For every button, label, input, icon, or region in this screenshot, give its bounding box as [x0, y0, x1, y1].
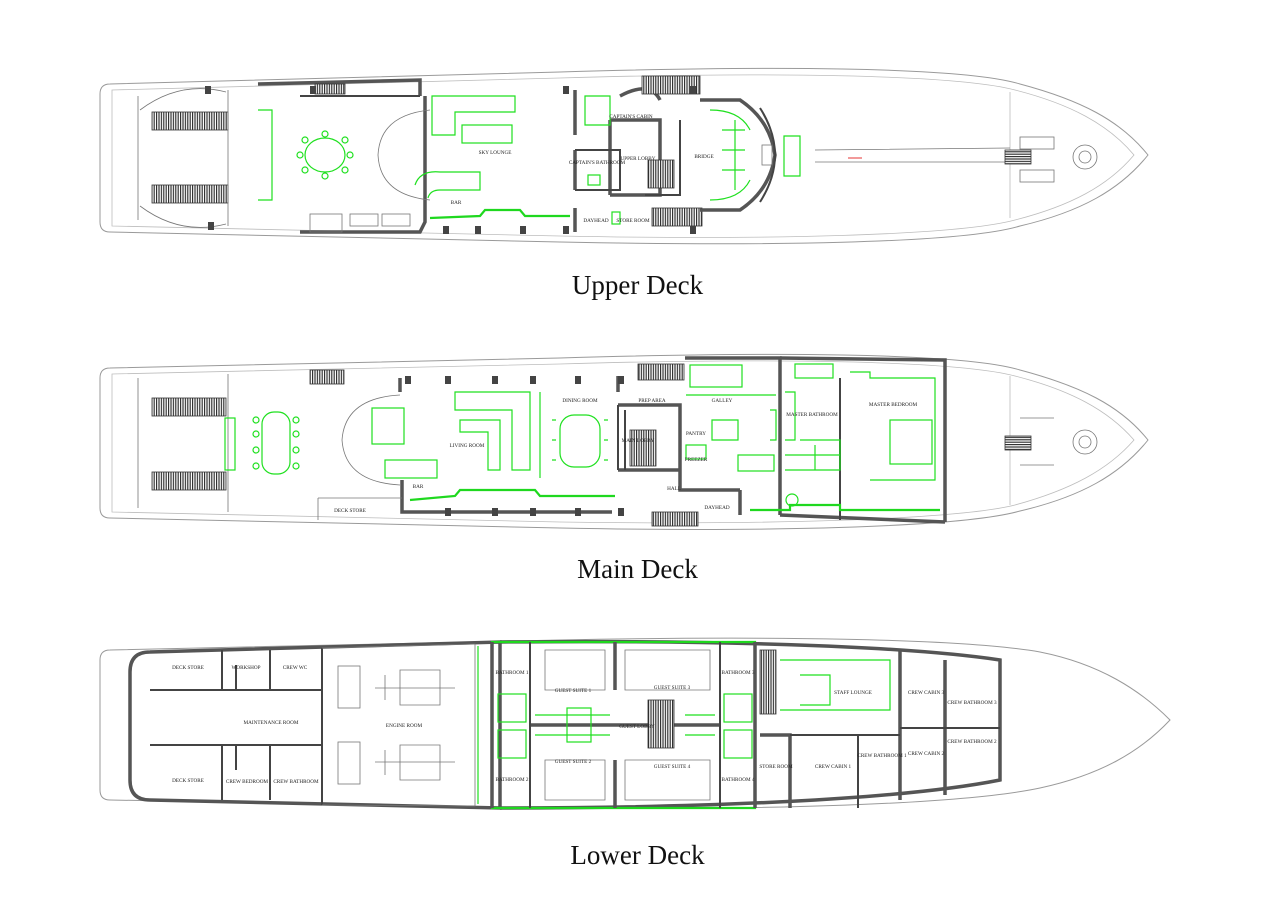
- room-label: DECK STORE: [334, 508, 366, 514]
- room-label: GALLEY: [712, 398, 733, 404]
- room-label: ENGINE ROOM: [386, 723, 423, 729]
- room-label: CAPTAIN'S BATHROOM: [569, 160, 626, 166]
- room-label: CREW BEDROOM: [226, 779, 269, 785]
- lower-deck-title: Lower Deck: [570, 840, 705, 870]
- room-label: BATHROOM 3: [721, 670, 754, 676]
- upper-deck-plan: SKY LOUNGE CAPTAIN'S CABIN CAPTAIN'S BAT…: [99, 67, 1149, 245]
- lower-deck-plan: DECK STORE WORKSHOP CREW WC MAINTENANCE …: [99, 637, 1171, 810]
- room-label: GUEST SUITE 4: [654, 764, 691, 770]
- room-label: BATHROOM 1: [495, 670, 528, 676]
- room-label: CREW CABIN 3: [908, 690, 945, 696]
- room-label: CREW WC: [283, 665, 308, 671]
- room-label: UPPER LOBBY: [620, 156, 655, 162]
- room-label: BRIDGE: [694, 154, 713, 160]
- main-deck-plan: DINING ROOM PREP AREA GALLEY MASTER BATH…: [99, 353, 1149, 530]
- room-label: MASTER BEDROOM: [869, 402, 918, 408]
- room-label: DECK STORE: [172, 665, 204, 671]
- room-label: PREP AREA: [638, 398, 666, 404]
- room-label: BAR: [413, 484, 424, 490]
- room-label: SKY LOUNGE: [479, 150, 512, 156]
- room-label: CREW CABIN 2: [908, 751, 945, 757]
- room-label: CREW CABIN 1: [815, 764, 852, 770]
- room-label: MASTER BATHROOM: [786, 412, 838, 418]
- room-label: BATHROOM 4: [721, 777, 754, 783]
- room-label: LIVING ROOM: [450, 443, 485, 449]
- room-label: BAR: [451, 200, 462, 206]
- main-deck-title: Main Deck: [577, 554, 698, 584]
- room-label: CREW BATHROOM 3: [947, 700, 997, 706]
- room-label: PANTRY: [686, 431, 706, 437]
- room-label: GUEST SUITE 3: [654, 685, 691, 691]
- room-label: MAIN LOBBY: [622, 438, 655, 444]
- upper-deck-title: Upper Deck: [571, 270, 704, 300]
- room-label: GUEST LOBBY: [619, 724, 655, 730]
- room-label: CAPTAIN'S CABIN: [609, 114, 653, 120]
- room-label: MAINTENANCE ROOM: [244, 720, 299, 726]
- room-label: GUEST SUITE 1: [555, 688, 592, 694]
- room-label: FREEZER: [685, 457, 708, 463]
- room-label: WORKSHOP: [231, 665, 260, 671]
- room-label: STAFF LOUNGE: [834, 690, 872, 696]
- room-label: DECK STORE: [172, 778, 204, 784]
- room-label: DAYHEAD: [704, 505, 729, 511]
- room-label: HALL: [667, 486, 681, 492]
- room-label: BATHROOM 2: [495, 777, 528, 783]
- room-label: GUEST SUITE 2: [555, 759, 592, 765]
- room-label: CREW BATHROOM 1: [857, 753, 907, 759]
- room-label: CREW BATHROOM 2: [947, 739, 997, 745]
- room-label: STORE ROOM: [616, 218, 650, 224]
- room-label: DAYHEAD: [583, 218, 608, 224]
- room-label: CREW BATHROOM: [273, 779, 319, 785]
- room-label: DINING ROOM: [562, 398, 598, 404]
- room-label: STORE ROOM: [759, 764, 793, 770]
